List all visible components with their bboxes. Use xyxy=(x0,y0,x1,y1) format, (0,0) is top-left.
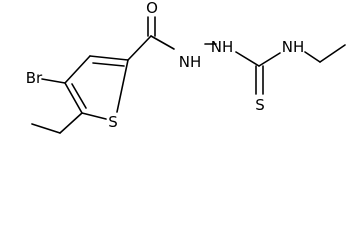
atom-o: O xyxy=(146,0,158,17)
atom-br: Br xyxy=(26,69,43,87)
atom-labels: Br S O NH NH NH S xyxy=(26,0,304,131)
bond-c2-carbonyl xyxy=(127,35,152,61)
bond-n-cthio xyxy=(235,51,260,67)
bond-c3-c2-double xyxy=(92,62,125,67)
bond-s-c2 xyxy=(116,59,129,113)
atom-nh-3: NH xyxy=(282,38,305,56)
bond-c3-c4 xyxy=(64,55,91,84)
molecule-diagram: Br S O NH NH NH S xyxy=(26,0,346,134)
bond-c5-s xyxy=(81,112,107,120)
bond-cthio-nh xyxy=(258,52,281,67)
bond-c4-br xyxy=(41,78,66,84)
bond-c5-ch2 xyxy=(59,112,83,134)
atom-s-thio: S xyxy=(255,96,265,114)
bond-ch2-ch3 xyxy=(31,123,61,134)
atom-nh-1: NH xyxy=(179,53,202,71)
bond-carbonyl-n xyxy=(150,35,175,50)
bonds xyxy=(31,16,346,134)
atom-nh-2: NH xyxy=(211,38,234,56)
bond-ch2-ch3-terminal xyxy=(319,44,346,63)
atom-s-ring: S xyxy=(108,113,118,131)
bond-c4-c5 xyxy=(64,82,83,114)
bond-c4-c5-double xyxy=(71,83,87,109)
bond-nh-ch2 xyxy=(304,51,321,63)
bond-c3-c2 xyxy=(89,55,129,61)
